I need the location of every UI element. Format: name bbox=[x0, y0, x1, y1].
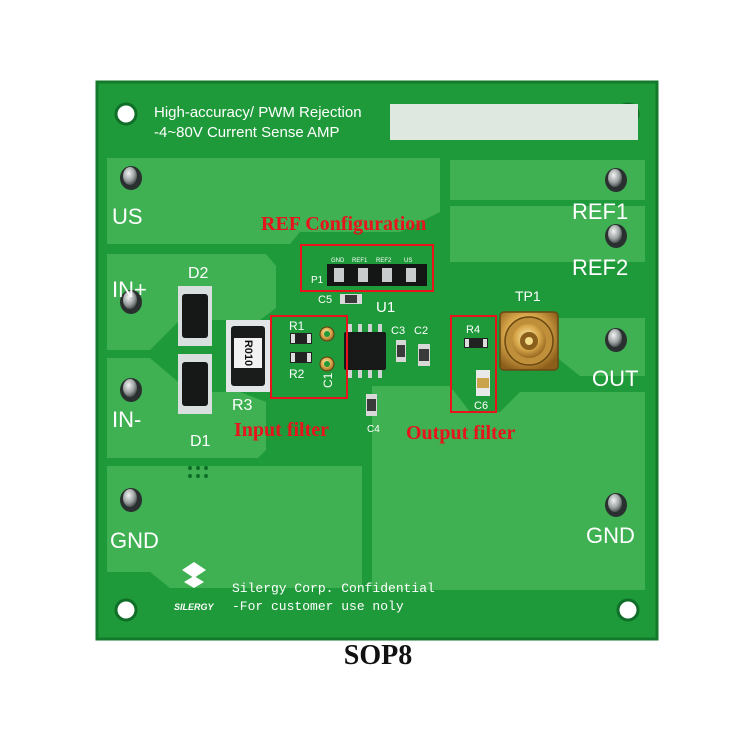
ref2-pin-icon bbox=[605, 224, 627, 248]
sma-connector-tp1-icon bbox=[499, 311, 559, 371]
smd-components bbox=[290, 294, 490, 416]
label-c1: C1 bbox=[321, 372, 335, 388]
title-line-1: High-accuracy/ PWM Rejection bbox=[154, 104, 362, 121]
pad-label-gnd-left: GND bbox=[110, 528, 159, 553]
ref-configuration-box bbox=[300, 244, 434, 292]
diode-d2-icon bbox=[178, 286, 212, 346]
shunt-resistor-r3-icon bbox=[226, 320, 270, 392]
annotation-output-filter: Output filter bbox=[406, 422, 516, 444]
pad-label-ref2: REF2 bbox=[572, 255, 628, 280]
us-pin-icon bbox=[120, 166, 142, 190]
label-c6: C6 bbox=[474, 400, 488, 412]
label-d1: D1 bbox=[190, 433, 211, 450]
label-c2: C2 bbox=[414, 325, 428, 337]
label-u1: U1 bbox=[376, 299, 395, 316]
annotation-input-filter: Input filter bbox=[234, 419, 329, 441]
input-filter-box bbox=[270, 315, 348, 399]
terminal-posts bbox=[120, 166, 627, 517]
logo-text: SILERGY bbox=[174, 602, 215, 612]
label-r4: R4 bbox=[466, 324, 480, 336]
pad-label-in-plus: IN+ bbox=[112, 277, 147, 302]
r2-resistor-icon bbox=[290, 352, 312, 363]
output-filter-box bbox=[450, 315, 497, 413]
header-pin-label-ref2: REF2 bbox=[376, 258, 392, 264]
r1-resistor-icon bbox=[290, 333, 312, 344]
label-c3: C3 bbox=[391, 325, 405, 337]
label-p1: P1 bbox=[311, 275, 324, 286]
label-d2: D2 bbox=[188, 265, 209, 282]
label-c5: C5 bbox=[318, 294, 332, 306]
pad-label-ref1: REF1 bbox=[572, 199, 628, 224]
title-blank-label bbox=[390, 104, 638, 140]
silergy-logo-icon: SILERGY bbox=[174, 562, 215, 612]
footer-line-2: -For customer use noly bbox=[232, 599, 404, 614]
gnd-left-pin-icon bbox=[120, 488, 142, 512]
r3-marking: R010 bbox=[242, 340, 254, 366]
diode-d1-icon bbox=[178, 354, 212, 414]
label-r2: R2 bbox=[289, 367, 305, 381]
label-tp1: TP1 bbox=[515, 288, 541, 304]
header-pin-label-us: US bbox=[404, 258, 412, 264]
r4-resistor-icon bbox=[464, 338, 488, 348]
caption: SOP8 bbox=[343, 640, 413, 671]
u1-chip-icon bbox=[344, 324, 386, 378]
in-plus-pin-icon bbox=[120, 290, 142, 314]
footer-line-1: Silergy Corp. Confidential bbox=[232, 581, 435, 596]
pin-header-p1-icon bbox=[327, 264, 427, 286]
pad-label-gnd-right: GND bbox=[586, 523, 635, 548]
vias bbox=[188, 466, 208, 478]
title-line-2: -4~80V Current Sense AMP bbox=[154, 124, 340, 141]
label-r1: R1 bbox=[289, 319, 305, 333]
in-minus-pin-icon bbox=[120, 378, 142, 402]
out-pin-icon bbox=[605, 328, 627, 352]
gnd-right-pin-icon bbox=[605, 493, 627, 517]
pad-label-out: OUT bbox=[592, 366, 638, 391]
header-pin-label-ref1: REF1 bbox=[352, 258, 368, 264]
annotation-boxes bbox=[270, 244, 497, 413]
header-pin-label-gnd: GND bbox=[331, 258, 345, 264]
pad-label-in-minus: IN- bbox=[112, 407, 141, 432]
pad-label-us: US bbox=[112, 204, 143, 229]
ref1-pin-icon bbox=[605, 168, 627, 192]
copper-pours bbox=[107, 158, 645, 590]
label-c4: C4 bbox=[367, 424, 380, 435]
label-r3: R3 bbox=[232, 397, 253, 414]
annotation-ref-configuration: REF Configuration bbox=[261, 213, 426, 235]
